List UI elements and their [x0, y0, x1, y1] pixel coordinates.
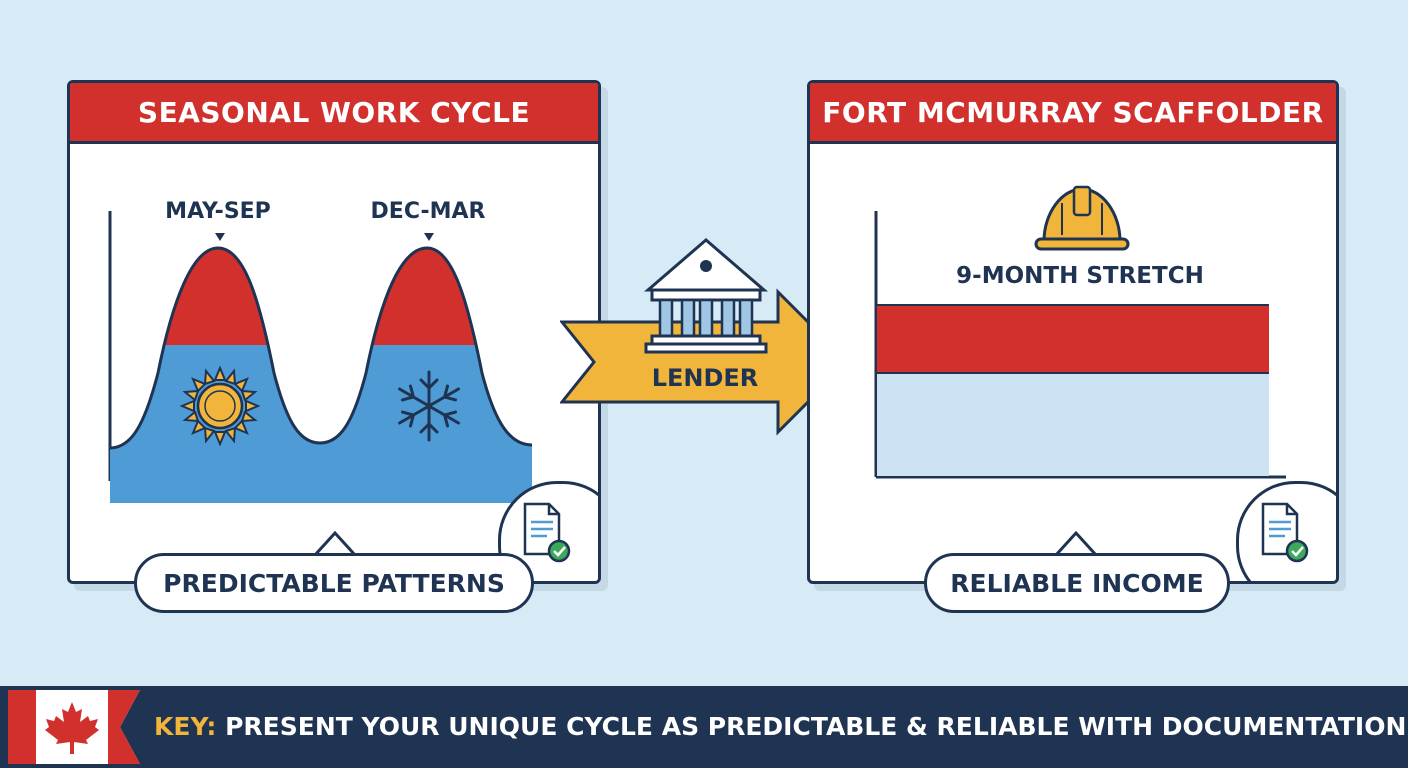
- stretch-base-block: [877, 373, 1269, 476]
- key-footer: KEY: PRESENT YOUR UNIQUE CYCLE AS PREDIC…: [0, 686, 1408, 768]
- bank-icon: [643, 238, 769, 354]
- lender-label: LENDER: [651, 364, 759, 392]
- seasonal-work-cycle-panel: SEASONAL WORK CYCLE: [67, 80, 601, 584]
- peak-marker-2: [424, 233, 434, 241]
- key-label: KEY:: [154, 712, 217, 741]
- seasonal-cycle-graph: [108, 211, 533, 503]
- canada-flag-icon: [8, 690, 140, 764]
- peak-label-summer: MAY-SEP: [165, 199, 271, 224]
- hard-hat-icon: [1034, 185, 1130, 251]
- peak-label-winter: DEC-MAR: [370, 199, 486, 224]
- sun-icon: [179, 365, 261, 447]
- reliable-income-caption: RELIABLE INCOME: [924, 553, 1230, 613]
- document-check-icon: [523, 502, 571, 563]
- fort-mcmurray-scaffolder-panel: FORT MCMURRAY SCAFFOLDER 9-MONTH STRETCH: [807, 80, 1339, 584]
- snowflake-icon: [398, 370, 460, 442]
- fort-mcmurray-scaffolder-title: FORT MCMURRAY SCAFFOLDER: [810, 83, 1336, 144]
- predictable-patterns-caption: PREDICTABLE PATTERNS: [134, 553, 534, 613]
- band-fill: [110, 345, 532, 503]
- nine-month-stretch-bar: [877, 305, 1269, 373]
- seasonal-work-cycle-title: SEASONAL WORK CYCLE: [70, 83, 598, 144]
- cycle-wave-line: [109, 246, 533, 450]
- right-caption-notch: [1056, 531, 1096, 555]
- income-stretch-graph: [874, 185, 1286, 479]
- connector-arrow: [558, 238, 851, 436]
- left-caption-notch: [315, 531, 355, 555]
- peak-marker-1: [215, 233, 225, 241]
- key-message-text: PRESENT YOUR UNIQUE CYCLE AS PREDICTABLE…: [225, 712, 1408, 741]
- peak-fill: [110, 248, 532, 345]
- right-document-badge: [1236, 481, 1336, 581]
- key-message: KEY: PRESENT YOUR UNIQUE CYCLE AS PREDIC…: [154, 686, 1408, 768]
- nine-month-stretch-label: 9-MONTH STRETCH: [956, 263, 1204, 289]
- document-check-icon: [1261, 502, 1309, 563]
- lender-connector: LENDER: [558, 236, 852, 436]
